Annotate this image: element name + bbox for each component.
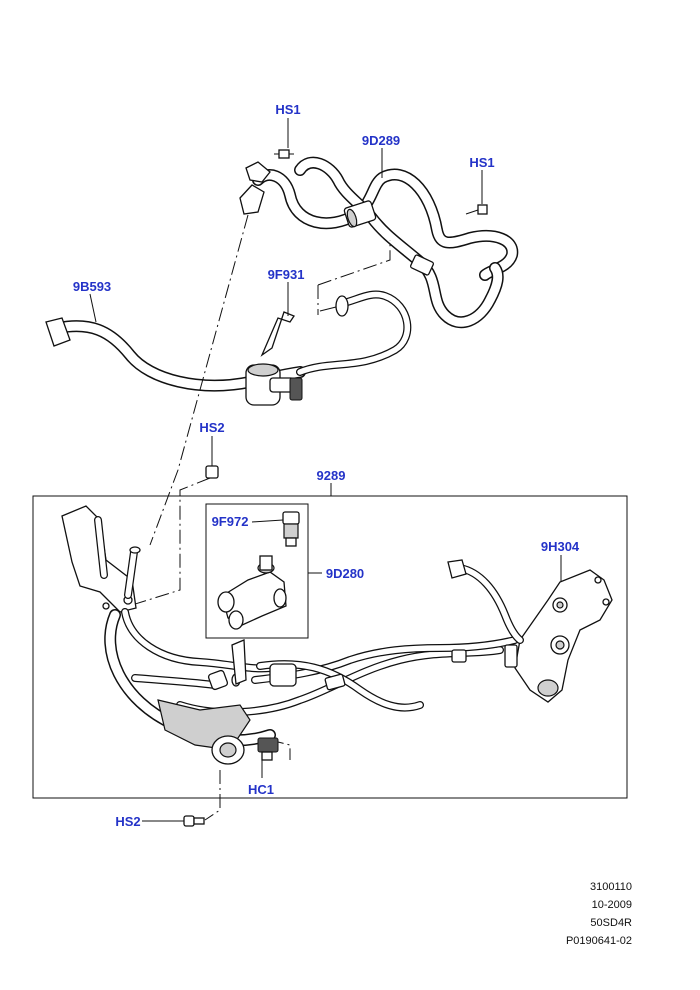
reference-line-2: 10-2009	[592, 899, 632, 911]
quick-connector-top-left	[239, 184, 265, 215]
callout-hs1-right: HS1	[469, 155, 494, 170]
hose-end-9b593	[45, 317, 71, 347]
bolt-hs2-mid-icon	[205, 458, 219, 479]
callout-hs2-bottom: HS2	[115, 814, 140, 829]
callout-hc1: HC1	[248, 782, 274, 797]
callout-9f972: 9F972	[212, 514, 249, 529]
assembly-9289-frame	[32, 495, 628, 799]
bolt-hs1-right-icon	[465, 204, 488, 215]
purge-valve-9f931	[245, 363, 303, 406]
bracket-9f931	[260, 311, 295, 357]
hose-9h304[interactable]	[456, 564, 524, 644]
callout-9f931: 9F931	[268, 267, 305, 282]
pressure-sensor-9f972	[282, 511, 300, 547]
reference-line-1: 3100110	[590, 881, 632, 893]
purge-tube-9f931[interactable]	[296, 290, 412, 376]
hose-clip	[409, 254, 435, 276]
callout-9h304: 9H304	[541, 539, 580, 554]
callout-9b593: 9B593	[73, 279, 111, 294]
inset-9d280-frame	[205, 503, 309, 639]
bolt-hs1-top-icon	[274, 149, 294, 159]
callout-9d289: 9D289	[362, 133, 400, 148]
reference-line-3: 50SD4R	[590, 917, 632, 929]
callout-9289: 9289	[317, 468, 346, 483]
bolt-hs2-bottom-icon	[183, 815, 205, 827]
bracket-9h304	[514, 569, 613, 703]
fuel-filter-9d280	[217, 555, 287, 630]
connector-hc1-icon	[257, 737, 279, 761]
callout-hs1-top: HS1	[275, 102, 300, 117]
callout-hs2-mid: HS2	[199, 420, 224, 435]
callout-9d280: 9D280	[326, 566, 364, 581]
reference-line-4: P0190641-02	[566, 935, 632, 947]
